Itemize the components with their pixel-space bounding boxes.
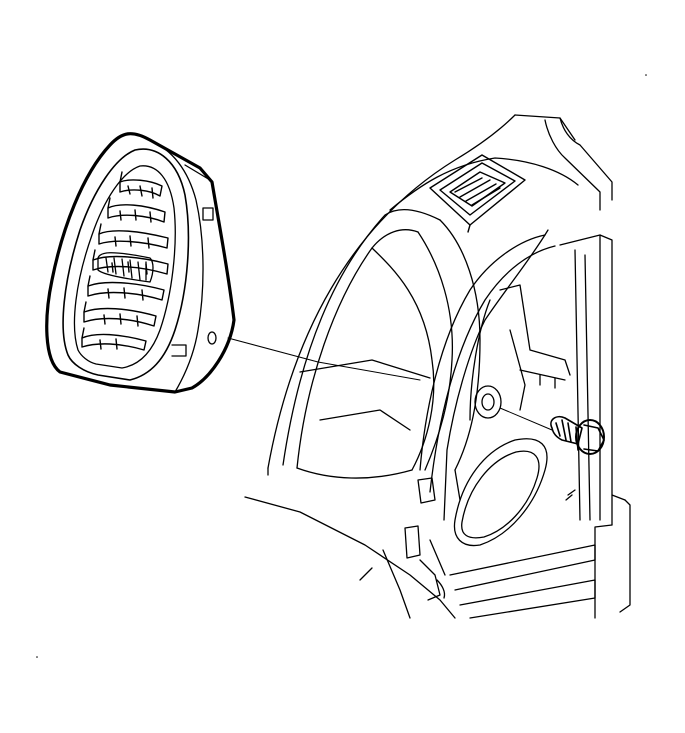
panel-lower-edge [244,496,456,619]
leader-line-outlet [227,337,421,381]
leader-lines [227,337,553,431]
bowl-outer [282,208,441,466]
outlet-outer-outline [45,132,236,394]
panel-top-edge [514,114,576,141]
outlet-louvers [81,171,169,351]
screw [550,415,605,455]
panel-outer-edge [267,114,516,469]
panel-top-ridge [544,119,601,211]
stray-dot [36,656,38,658]
stray-dot [645,74,647,76]
screw-boss-outer [474,385,502,419]
outlet-adjuster-knob [97,252,154,283]
lower-oval-opening [453,438,548,547]
screw-hole [481,393,495,411]
leader-line-screw [499,407,553,431]
bowl-inner [296,229,419,469]
instrument-panel-end [244,114,631,619]
air-outlet [45,132,236,394]
outlet-bezel [62,148,190,381]
side-vent-grille [429,154,526,233]
